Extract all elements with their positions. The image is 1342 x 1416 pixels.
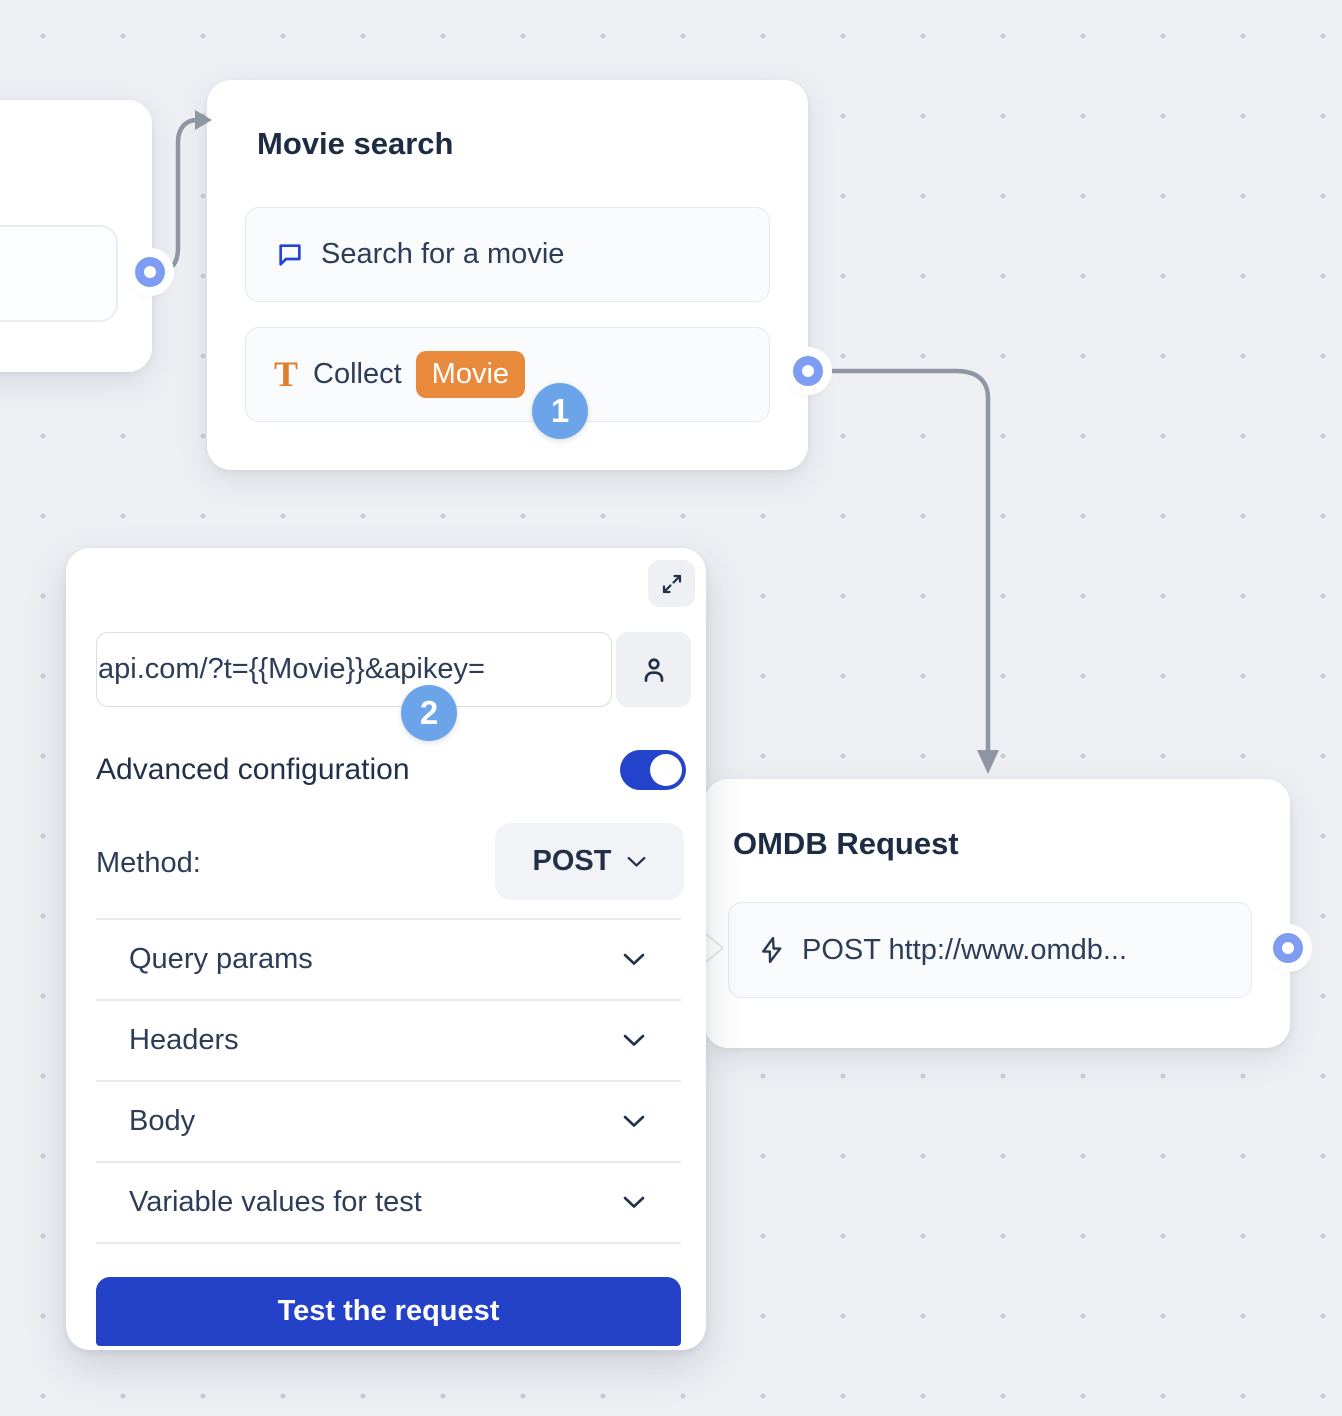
- text-input-icon: T: [274, 353, 299, 394]
- chevron-down-icon: [623, 1196, 645, 1208]
- chevron-down-icon: [628, 856, 646, 867]
- divider: [96, 999, 681, 1001]
- section-headers[interactable]: Headers: [96, 1000, 681, 1080]
- section-label: Headers: [129, 1023, 239, 1056]
- node-title: Movie search: [257, 126, 454, 161]
- divider: [96, 918, 681, 920]
- url-input[interactable]: api.com/?t={{Movie}}&apikey=: [96, 632, 612, 707]
- method-label: Method:: [96, 847, 201, 879]
- chevron-down-icon: [623, 1034, 645, 1046]
- divider: [96, 1080, 681, 1082]
- section-query-params[interactable]: Query params: [96, 919, 681, 999]
- step-badge-1: 1: [532, 383, 588, 439]
- previous-node-card[interactable]: [0, 100, 152, 372]
- webhook-item-label: POST http://www.omdb...: [802, 933, 1128, 966]
- variable-picker-button[interactable]: [616, 632, 691, 707]
- webhook-config-panel: api.com/?t={{Movie}}&apikey= Advanced co…: [66, 548, 706, 1350]
- webhook-item[interactable]: POST http://www.omdb...: [728, 902, 1252, 998]
- variable-badge: Movie: [415, 351, 526, 398]
- connection-port[interactable]: [135, 257, 165, 287]
- test-request-button[interactable]: Test the request: [96, 1277, 681, 1346]
- section-label: Query params: [129, 942, 313, 975]
- method-dropdown[interactable]: POST: [495, 823, 684, 900]
- section-body[interactable]: Body: [96, 1081, 681, 1161]
- section-variable-values[interactable]: Variable values for test: [96, 1162, 681, 1242]
- collect-item-label: Collect: [313, 358, 402, 390]
- section-label: Variable values for test: [129, 1185, 422, 1218]
- connection-port[interactable]: [1273, 933, 1303, 963]
- chevron-down-icon: [623, 953, 645, 965]
- connection-port[interactable]: [793, 356, 823, 386]
- chevron-down-icon: [623, 1115, 645, 1127]
- message-item-label: Search for a movie: [321, 238, 565, 270]
- divider: [96, 1242, 681, 1244]
- toggle-knob: [650, 754, 682, 786]
- previous-node-item[interactable]: [0, 225, 118, 322]
- expand-button[interactable]: [648, 560, 695, 607]
- advanced-configuration-label: Advanced configuration: [96, 753, 410, 786]
- panel-pointer: [701, 930, 724, 966]
- person-icon: [644, 657, 663, 682]
- movie-search-node[interactable]: Movie search Search for a movie T Collec…: [207, 80, 808, 470]
- message-item[interactable]: Search for a movie: [245, 207, 770, 302]
- divider: [96, 1161, 681, 1163]
- url-value: api.com/?t={{Movie}}&apikey=: [98, 653, 485, 685]
- node-title: OMDB Request: [733, 826, 959, 861]
- expand-icon: [662, 574, 681, 593]
- advanced-configuration-toggle[interactable]: [620, 750, 686, 790]
- collect-input-item[interactable]: T Collect Movie: [245, 327, 770, 422]
- lightning-icon: [762, 936, 782, 964]
- method-value: POST: [532, 845, 612, 877]
- step-badge-2: 2: [401, 685, 457, 741]
- section-label: Body: [129, 1104, 196, 1137]
- omdb-request-node[interactable]: OMDB Request POST http://www.omdb...: [704, 779, 1290, 1048]
- chat-bubble-icon: [279, 243, 301, 266]
